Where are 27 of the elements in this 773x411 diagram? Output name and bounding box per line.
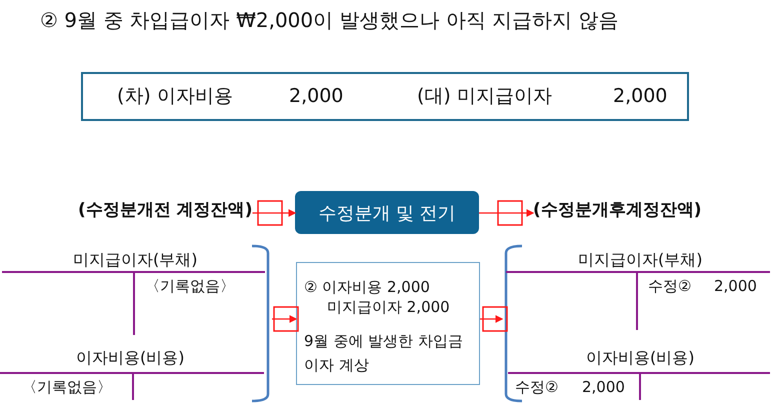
journal-entry-box [81,72,689,121]
amount-text: 2,000 [613,85,668,108]
memo-text: 미지급이자 2,000 [327,297,450,318]
account-text: (대) 미지급이자 [417,85,552,108]
boxed-arrow [480,306,508,332]
memo-text: ② 이자비용 2,000 [304,277,430,298]
amount-text: 2,000 [289,85,344,108]
account-title: 미지급이자(부채) [73,250,198,270]
journal-memo-box [296,262,480,385]
boxed-arrow [252,200,296,226]
boxed-arrow [479,200,534,226]
section-heading: (수정분개전 계정잔액) [78,200,252,220]
section-heading: (수정분개후계정잔액) [533,200,702,220]
process-button: 수정분개 및 전기 [295,191,479,234]
entry-text: 2,000 [714,277,757,295]
entry-text: 〈기록없음〉 [145,277,235,295]
boxed-arrow [272,306,299,332]
account-title: 이자비용(비용) [586,348,694,368]
entry-text: 2,000 [582,378,625,396]
account-title: 미지급이자(부채) [578,250,702,270]
account-text: (차) 이자비용 [117,85,233,108]
account-title: 이자비용(비용) [76,348,184,368]
entry-text: 수정② [515,378,558,396]
title: ② 9월 중 차입급이자 ₩2,000이 발생했으나 아직 지급하지 않음 [40,8,619,32]
memo-text: 9월 중에 발생한 차입금 이자 계상 [304,331,464,376]
entry-text: 수정② [648,277,692,295]
entry-text: 〈기록없음〉 [22,378,112,396]
